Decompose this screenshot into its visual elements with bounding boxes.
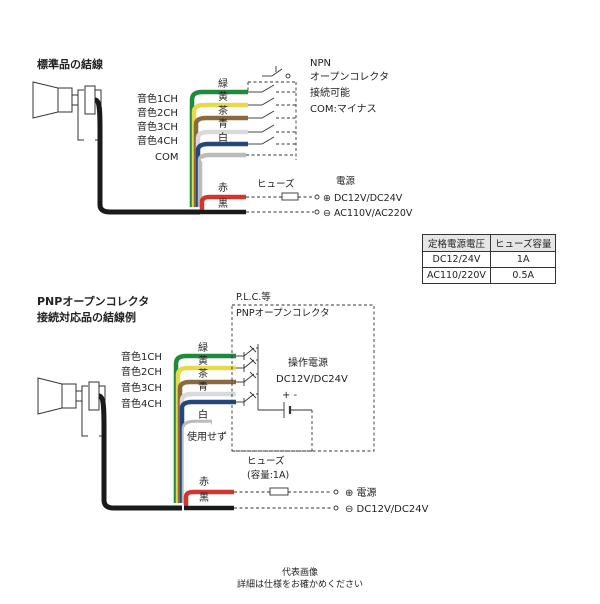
bottom-title-line1: PNPオープンコレクタ xyxy=(37,294,149,308)
wire-brown-top xyxy=(193,115,248,207)
npn-label: NPN xyxy=(310,58,331,69)
wire-brown-bottom xyxy=(177,379,236,503)
table-header-fuse: ヒューズ容量 xyxy=(489,234,557,252)
top-color-yellow: 黄 xyxy=(218,90,228,103)
unused-label: 使用せず xyxy=(187,430,227,443)
wire-red-top xyxy=(199,194,246,210)
bottom-color-yellow: 黄 xyxy=(198,354,208,367)
wire-white-top-bg xyxy=(195,129,248,207)
top-color-blue: 青 xyxy=(218,117,228,130)
op-power-label: 操作電源 xyxy=(288,356,328,369)
top-title: 標準品の結線 xyxy=(37,57,103,71)
wire-blue-top xyxy=(195,141,248,207)
bottom-ch2-label: 音色2CH xyxy=(121,365,162,378)
top-minus-supply: ⊖ AC110V/AC220V xyxy=(323,208,413,219)
fuse-capacity-table: 定格電源電圧 ヒューズ容量 DC12/24V 1A AC110/220V 0.5… xyxy=(422,234,557,284)
caption-line1: 代表画像 xyxy=(281,568,318,578)
bottom-fuse-label: ヒューズ xyxy=(247,455,285,467)
top-power-label: 電源 xyxy=(336,176,356,187)
top-plus-supply: ⊕ DC12V/DC24V xyxy=(323,193,403,204)
wire-white-top xyxy=(197,152,246,207)
top-wires xyxy=(189,89,248,215)
top-color-black: 黒 xyxy=(218,198,228,210)
wire-red-bottom xyxy=(183,489,234,506)
caption-line2: 詳細は仕様をお確かめください xyxy=(236,580,363,590)
image-caption: 代表画像 詳細は仕様をお確かめください xyxy=(0,567,600,591)
top-ch3-label: 音色3CH xyxy=(137,120,178,133)
table-header-row: 定格電源電圧 ヒューズ容量 xyxy=(422,234,557,252)
top-color-brown: 茶 xyxy=(218,104,228,117)
wire-green-top xyxy=(189,89,248,207)
bottom-color-blue: 青 xyxy=(198,380,208,393)
table-cell: 1A xyxy=(489,251,557,268)
bottom-color-green: 緑 xyxy=(198,341,208,354)
plc-label: P.L.C.等 xyxy=(236,291,271,303)
bottom-fuse-capacity: (容量:1A) xyxy=(247,469,289,481)
pnp-oc-label: PNPオープンコレクタ xyxy=(236,308,330,319)
top-switches xyxy=(246,66,297,160)
bottom-power-label: ⊕ 電源 xyxy=(345,486,377,499)
cable-top xyxy=(94,97,200,215)
wire-yellow-top xyxy=(191,102,248,207)
top-ch1-label: 音色1CH xyxy=(137,92,178,105)
bottom-fuse-icon xyxy=(269,487,289,496)
horn-speaker-icon-bottom xyxy=(37,377,106,437)
bottom-color-black: 黒 xyxy=(199,492,209,504)
bottom-ch3-label: 音色3CH xyxy=(121,381,162,394)
table-row: AC110/220V 0.5A xyxy=(422,267,557,284)
plc-box xyxy=(231,304,375,452)
top-ch4-label: 音色4CH xyxy=(137,134,178,147)
top-fuse-label: ヒューズ xyxy=(257,178,295,190)
table-row: DC12/24V 1A xyxy=(422,251,557,268)
bottom-wires xyxy=(173,353,236,511)
table-cell: 0.5A xyxy=(489,267,557,284)
bottom-ch4-label: 音色4CH xyxy=(121,397,162,410)
bottom-color-brown: 茶 xyxy=(198,367,208,380)
top-color-white: 白 xyxy=(218,131,228,144)
top-ch2-label: 音色2CH xyxy=(137,106,178,119)
wire-green-bottom xyxy=(173,353,236,503)
table-cell: AC110/220V xyxy=(422,267,491,284)
horn-speaker-icon-top xyxy=(32,81,102,141)
npn-oc-label: オープンコレクタ xyxy=(310,71,389,83)
bottom-switches xyxy=(232,344,313,452)
top-color-red: 赤 xyxy=(218,182,228,194)
table-cell: DC12/24V xyxy=(422,251,491,268)
top-fuse-icon xyxy=(281,192,299,201)
bottom-minus-supply: ⊖ DC12V/DC24V xyxy=(345,504,429,515)
battery-pm-label: + - xyxy=(282,390,298,401)
top-color-green: 緑 xyxy=(218,77,228,90)
top-com-label: COM xyxy=(155,152,178,163)
cable-bottom xyxy=(98,393,182,511)
table-header-voltage: 定格電源電圧 xyxy=(422,234,491,252)
npn-com: COM:マイナス xyxy=(310,103,377,115)
npn-connectable: 接続可能 xyxy=(310,86,350,99)
wire-blue-bottom xyxy=(179,399,236,503)
wire-white-bottom xyxy=(181,419,212,503)
bottom-ch1-label: 音色1CH xyxy=(121,350,162,363)
bottom-color-red: 赤 xyxy=(199,476,209,488)
bottom-title-line2: 接続対応品の結線例 xyxy=(37,310,136,324)
bottom-color-white: 白 xyxy=(198,408,208,421)
op-power-value: DC12V/DC24V xyxy=(276,374,348,385)
wire-yellow-bottom xyxy=(175,365,236,503)
